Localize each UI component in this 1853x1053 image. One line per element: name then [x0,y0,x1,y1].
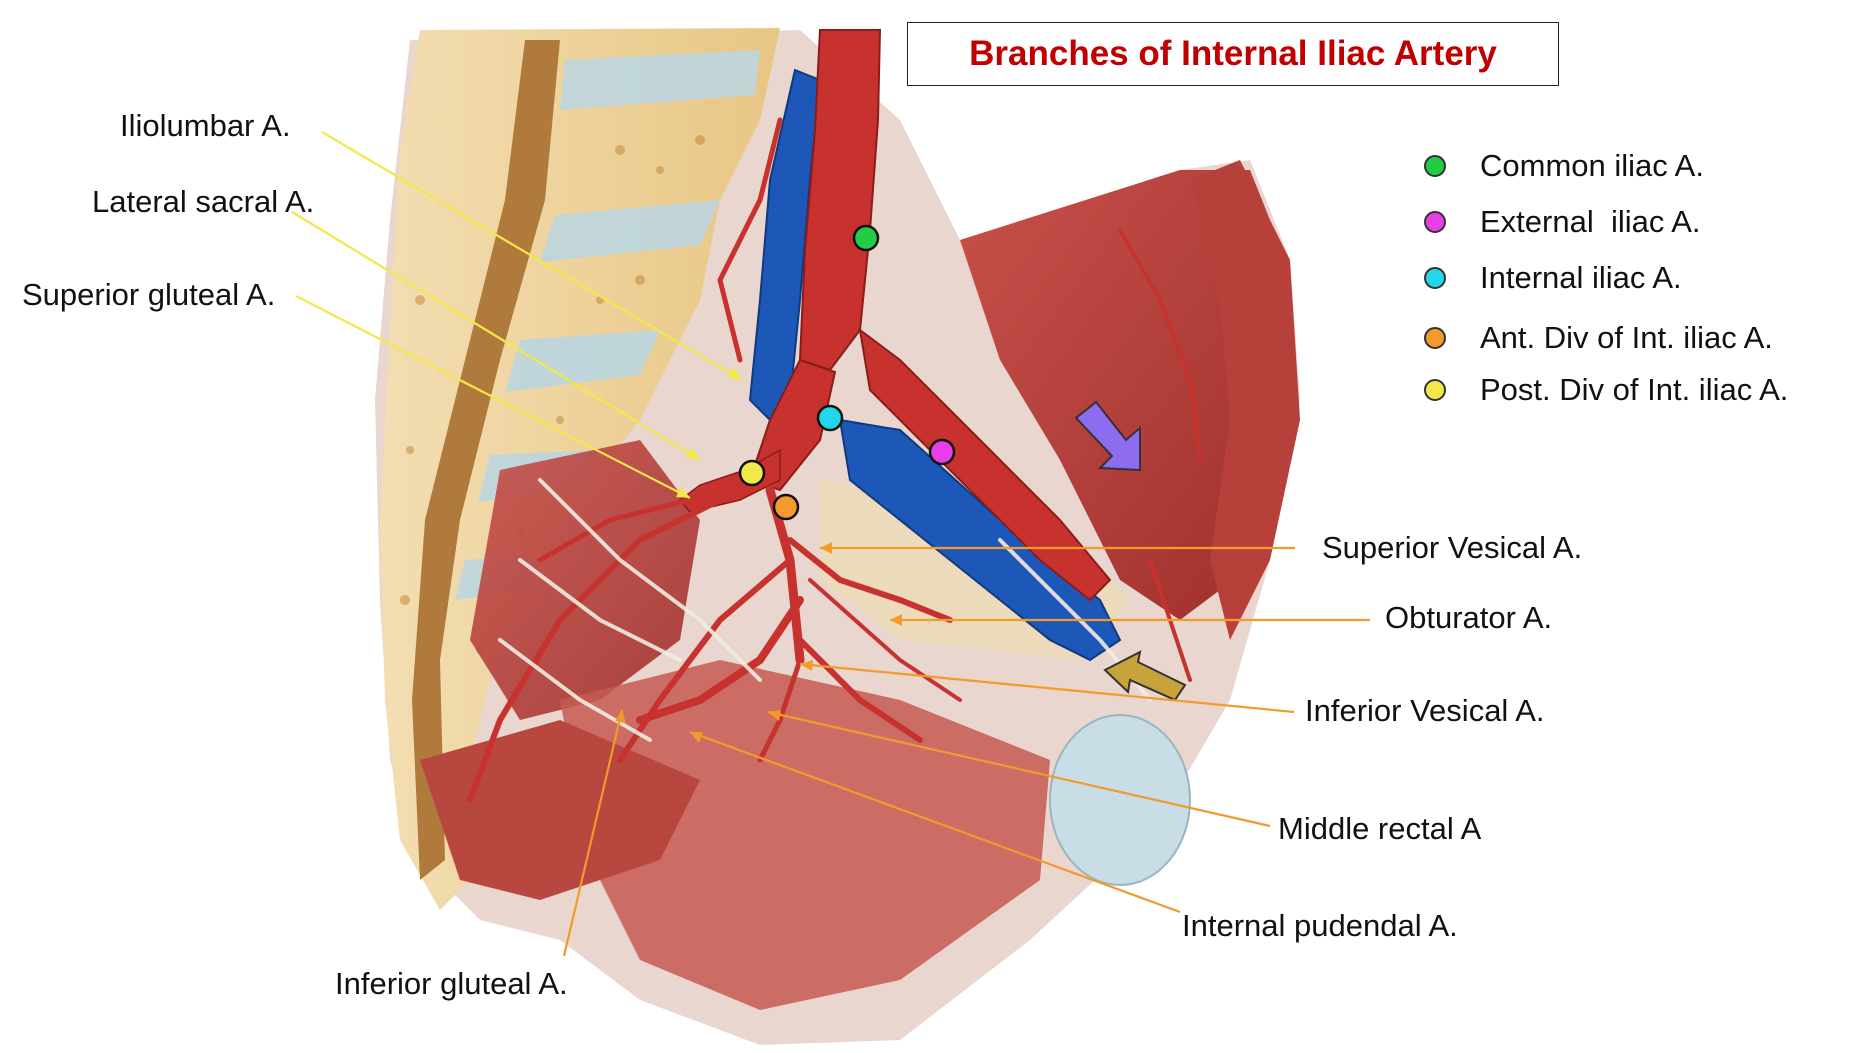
legend-item-common-iliac: Common iliac A. [1424,148,1704,184]
legend-label: Ant. Div of Int. iliac A. [1480,320,1773,355]
external-iliac-artery [858,327,1112,602]
leader-arrowheads [615,367,902,743]
purple-arrow-icon [1074,400,1141,472]
legend-label: External iliac A. [1480,204,1701,239]
legend-label: Post. Div of Int. iliac A. [1480,372,1789,407]
label-superior-vesical: Superior Vesical A. [1322,530,1583,565]
legend-dot [1424,379,1446,401]
legend-item-posterior-division: Post. Div of Int. iliac A. [1424,372,1788,408]
pubic-symphysis [1049,714,1191,886]
coccygeus-muscle [420,720,700,900]
legend-label: Common iliac A. [1480,148,1704,183]
anterior-branch-leaders [562,546,1370,957]
label-lateral-sacral: Lateral sacral A. [92,184,315,219]
posterior-division-marker [738,459,766,487]
legend-item-anterior-division: Ant. Div of Int. iliac A. [1424,320,1773,356]
label-internal-pudendal: Internal pudendal A. [1182,908,1458,943]
posterior-branch-leaders [291,131,743,499]
gold-arrow-icon [1103,650,1187,702]
common-iliac-marker [852,224,880,252]
internal-iliac-marker [816,404,844,432]
label-middle-rectal: Middle rectal A [1278,811,1482,846]
iliacus-muscle [960,170,1295,620]
legend-dot [1424,327,1446,349]
label-iliolumbar: Iliolumbar A. [120,108,291,143]
external-iliac-vein [838,418,1122,662]
label-inferior-vesical: Inferior Vesical A. [1305,693,1545,728]
legend-item-internal-iliac: Internal iliac A. [1424,260,1682,296]
psoas-muscle [1190,160,1300,640]
label-obturator: Obturator A. [1385,600,1553,635]
diagram-title: Branches of Internal Iliac Artery [969,34,1497,73]
external-iliac-marker [928,438,956,466]
arterial-branches [467,117,1202,803]
common-iliac-artery [798,29,882,372]
legend-dot [1424,267,1446,289]
legend-dot [1424,155,1446,177]
label-inferior-gluteal: Inferior gluteal A. [335,966,568,1001]
anterior-division-marker [772,493,800,521]
legend-item-external-iliac: External iliac A. [1424,204,1701,240]
legend-label: Internal iliac A. [1480,260,1682,295]
label-superior-gluteal: Superior gluteal A. [22,277,276,312]
legend-dot [1424,211,1446,233]
title-box: Branches of Internal Iliac Artery [907,22,1559,86]
